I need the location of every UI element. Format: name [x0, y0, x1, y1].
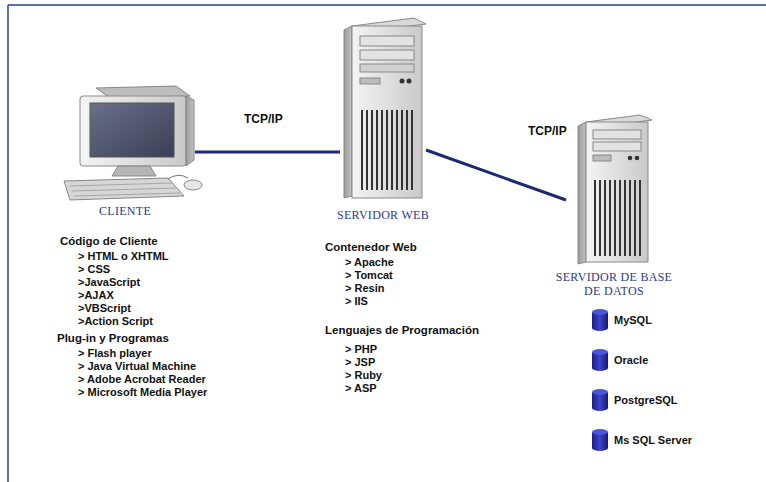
list-item: > HTML o XHTML [78, 250, 169, 263]
network-link [426, 150, 566, 200]
web-server-illustration [344, 18, 426, 198]
list-item: >Action Script [78, 315, 153, 328]
link-label: TCP/IP [528, 124, 567, 138]
web-server-node: SERVIDOR WEB [340, 16, 426, 222]
computer-illustration [64, 86, 202, 200]
list-item: > PHP [345, 343, 377, 356]
list-item: > Ruby [345, 369, 382, 382]
network-link [195, 151, 340, 154]
list-item: PostgreSQL [614, 394, 678, 407]
list-item: > Apache [345, 256, 394, 269]
client-node: CLIENTE [55, 86, 195, 218]
list-item: > ASP [345, 382, 377, 395]
list-item: > Resin [345, 282, 384, 295]
list-item: > Adobe Acrobat Reader [78, 373, 206, 386]
database-symbols [592, 309, 608, 451]
node-title: SERVIDOR WEB [323, 208, 443, 222]
list-item: > JSP [345, 356, 375, 369]
list-heading: Plug-in y Programas [57, 332, 169, 345]
list-item: >VBScript [78, 302, 131, 315]
list-heading: Código de Cliente [60, 235, 158, 248]
node-title: CLIENTE [55, 204, 195, 218]
list-item: > Tomcat [345, 269, 393, 282]
list-heading: Contenedor Web [325, 241, 417, 254]
list-item: > Flash player [78, 347, 152, 360]
list-item: > Java Virtual Machine [78, 360, 196, 373]
list-item: Ms SQL Server [614, 434, 692, 447]
list-item: >JavaScript [78, 276, 140, 289]
frame [8, 5, 766, 482]
list-item: Oracle [614, 354, 648, 367]
list-item: > Microsoft Media Player [78, 386, 207, 399]
list-item: > IIS [345, 295, 368, 308]
database-server-illustration [578, 115, 652, 264]
node-title: SERVIDOR DE BASE DE DATOS [549, 270, 679, 298]
database-server-node: SERVIDOR DE BASE DE DATOS [566, 112, 662, 298]
list-heading: Lenguajes de Programación [325, 324, 479, 337]
link-label: TCP/IP [244, 112, 283, 126]
list-item: >AJAX [78, 289, 114, 302]
list-item: > CSS [78, 263, 110, 276]
list-item: MySQL [614, 314, 652, 327]
